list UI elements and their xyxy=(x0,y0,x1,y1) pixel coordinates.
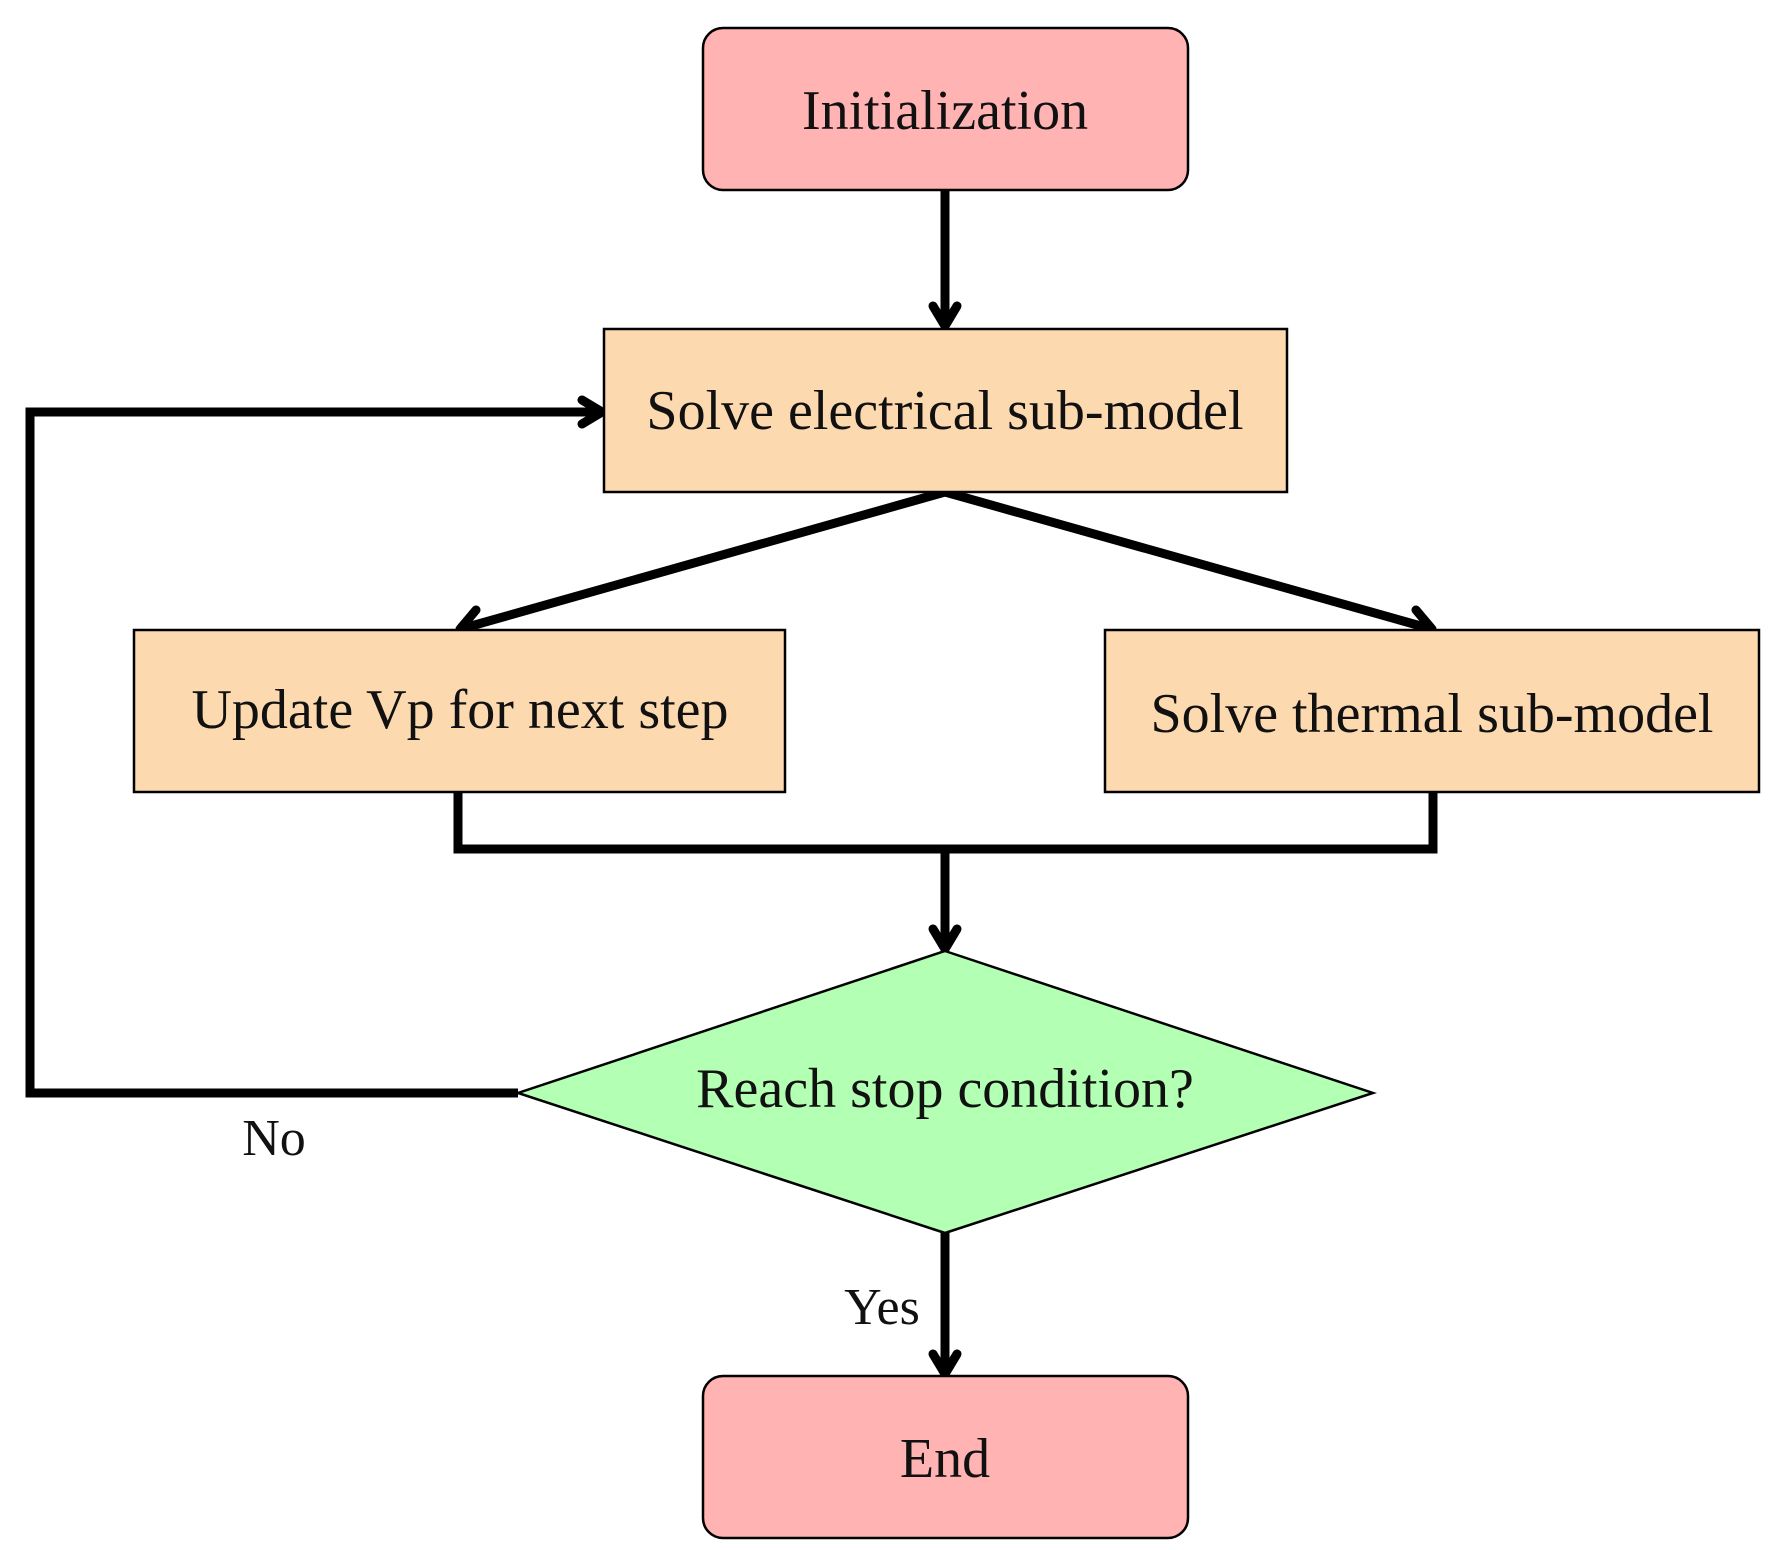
edge-electrical-to-thermal xyxy=(943,487,1430,633)
node-end: End xyxy=(701,1374,1190,1540)
node-decision: Reach stop condition? xyxy=(514,949,1377,1235)
node-solve-thermal: Solve thermal sub-model xyxy=(1103,628,1761,794)
process-shape xyxy=(132,628,787,794)
end-label: End xyxy=(900,1428,990,1490)
update-vp-label: Update Vp for next step xyxy=(191,679,728,741)
process-shape xyxy=(1103,628,1761,794)
decision-shape xyxy=(514,949,1377,1235)
edge-decision-no-loop xyxy=(25,407,598,1098)
node-update-vp: Update Vp for next step xyxy=(132,628,787,794)
process-shape xyxy=(602,327,1289,494)
terminal-shape xyxy=(701,26,1190,192)
solve-electrical-label: Solve electrical sub-model xyxy=(646,380,1243,442)
solve-thermal-label: Solve thermal sub-model xyxy=(1150,683,1713,745)
edge-update-merge xyxy=(453,792,1438,854)
initialization-label: Initialization xyxy=(802,80,1088,142)
terminal-shape xyxy=(701,1374,1190,1540)
arrowhead-decision-yes xyxy=(928,1349,962,1379)
node-solve-electrical: Solve electrical sub-model xyxy=(602,327,1289,494)
arrowhead-no-loop xyxy=(577,395,607,429)
node-initialization: Initialization xyxy=(701,26,1190,192)
arrowhead-merge-to-decision xyxy=(928,924,962,954)
no-label: No xyxy=(242,1110,306,1167)
decision-label: Reach stop condition? xyxy=(696,1058,1194,1120)
arrowhead-init-to-electrical xyxy=(928,301,962,331)
yes-label: Yes xyxy=(844,1279,920,1336)
edge-electrical-to-update xyxy=(462,487,947,633)
